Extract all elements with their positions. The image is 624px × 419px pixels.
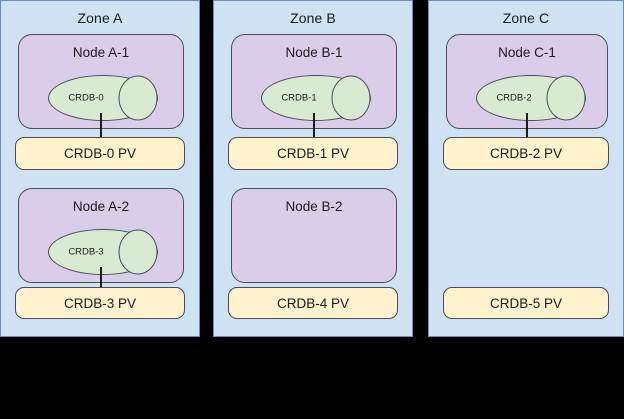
pv-crdb-0[interactable]: CRDB-0 PV <box>15 137 185 170</box>
pod-crdb-2-label: CRDB-2 <box>496 92 532 104</box>
zone-a-title: Zone A <box>77 10 123 26</box>
node-b-2[interactable]: Node B-2 <box>231 188 397 283</box>
pod-crdb-0[interactable]: CRDB-0 <box>48 75 158 121</box>
pv-crdb-2[interactable]: CRDB-2 PV <box>443 137 609 170</box>
node-a-2-title: Node A-2 <box>72 199 130 214</box>
pod-crdb-1-label: CRDB-1 <box>281 92 317 104</box>
zone-b[interactable]: Zone B Node B-1 CRDB-1 CRDB-1 PV Node B-… <box>213 0 413 337</box>
node-a-1-title: Node A-1 <box>72 45 130 60</box>
pv-crdb-1-label: CRDB-1 PV <box>276 146 349 161</box>
pod-crdb-0-cap <box>118 75 158 121</box>
zone-c[interactable]: Zone C Node C-1 CRDB-2 CRDB-2 PV CRDB-5 … <box>428 0 624 337</box>
node-b-1-title: Node B-1 <box>285 45 343 60</box>
pv-crdb-2-label: CRDB-2 PV <box>489 146 562 161</box>
pod-crdb-3-label: CRDB-3 <box>68 246 104 258</box>
pv-crdb-0-label: CRDB-0 PV <box>63 146 136 161</box>
connector-a-2 <box>100 267 102 289</box>
pv-crdb-3[interactable]: CRDB-3 PV <box>15 287 185 319</box>
zone-b-title: Zone B <box>290 10 336 26</box>
pod-crdb-0-label: CRDB-0 <box>68 92 104 104</box>
pod-crdb-2[interactable]: CRDB-2 <box>476 75 586 121</box>
pv-crdb-5[interactable]: CRDB-5 PV <box>443 287 609 319</box>
node-b-1[interactable]: Node B-1 CRDB-1 <box>231 34 397 129</box>
node-b-2-title: Node B-2 <box>285 199 343 214</box>
pod-crdb-3[interactable]: CRDB-3 <box>48 229 158 275</box>
zone-c-title: Zone C <box>502 10 550 26</box>
node-c-1-title: Node C-1 <box>498 45 556 60</box>
pod-crdb-2-cap <box>546 75 586 121</box>
pod-crdb-3-cap <box>118 229 158 275</box>
connector-c-1 <box>526 113 528 138</box>
pv-crdb-4[interactable]: CRDB-4 PV <box>228 287 398 319</box>
pv-crdb-1[interactable]: CRDB-1 PV <box>228 137 398 170</box>
zone-a[interactable]: Zone A Node A-1 CRDB-0 CRDB-0 PV Node A-… <box>0 0 200 337</box>
pv-crdb-4-label: CRDB-4 PV <box>276 295 349 311</box>
pv-crdb-5-label: CRDB-5 PV <box>489 295 562 311</box>
pod-crdb-1-cap <box>331 75 371 121</box>
connector-a-1 <box>100 113 102 138</box>
pod-crdb-1[interactable]: CRDB-1 <box>261 75 371 121</box>
connector-b-1 <box>313 113 315 138</box>
pv-crdb-3-label: CRDB-3 PV <box>63 295 136 311</box>
